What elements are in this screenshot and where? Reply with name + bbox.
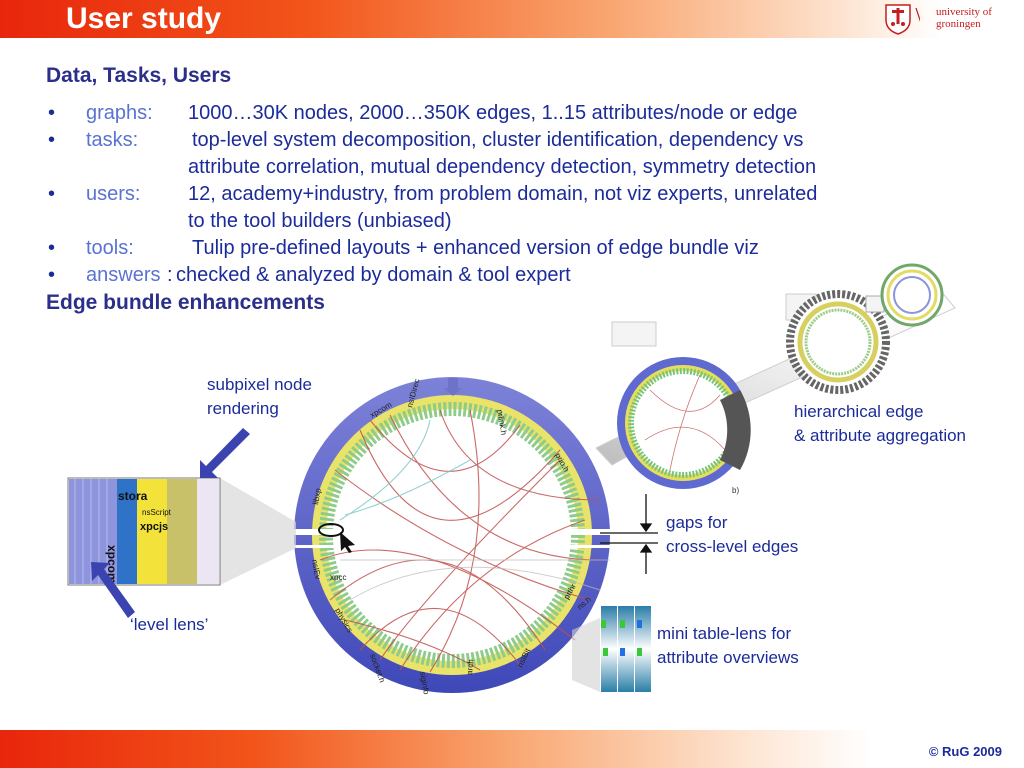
ring-label: xpcc (330, 573, 346, 582)
bullet-text: 1000…30K nodes, 2000…350K edges, 1..15 a… (188, 102, 798, 124)
slide-title: User study (66, 2, 222, 35)
caption-line: rendering (207, 399, 279, 418)
section-heading-data-tasks-users: Data, Tasks, Users (46, 64, 232, 87)
caption-line: subpixel node (207, 375, 312, 394)
caption-line: mini table-lens for (657, 624, 792, 643)
bullet-tools: • tools: Tulip pre-defined layouts + enh… (46, 235, 946, 262)
bullet-label: answers (86, 264, 161, 286)
caption-line: cross-level edges (666, 537, 799, 556)
ring-label: arch (465, 659, 475, 675)
panel-letter: b) (732, 486, 739, 495)
highlight-ellipse (318, 523, 344, 537)
main-edge-bundle-view: xpcom nsIDirec prlink.h prio.h prthr lib… (290, 377, 620, 696)
lens-label: xpcom (105, 545, 119, 584)
section-heading-edge-bundle: Edge bundle enhancements (46, 291, 325, 314)
logo-text: university of groningen (936, 6, 992, 30)
cursor-icon (340, 532, 355, 553)
lens-label: xpcjs (140, 521, 168, 533)
bullet-text: 12, academy+industry, from problem domai… (188, 183, 818, 205)
bullet-answers: • answers : checked & analyzed by domain… (46, 262, 946, 289)
caption-line: gaps for (666, 513, 728, 532)
bullet-text: checked & analyzed by domain & tool expe… (176, 264, 571, 286)
bullet-graphs: • graphs: 1000…30K nodes, 2000…350K edge… (46, 100, 946, 127)
caption-line: & attribute aggregation (794, 426, 967, 445)
bullet-text-cont: to the tool builders (unbiased) (188, 210, 452, 232)
mini-table-lens (572, 606, 651, 692)
top-marker-icon (444, 378, 462, 396)
logo-line-2: groningen (936, 18, 981, 30)
copyright: © RuG 2009 (928, 744, 1002, 759)
arrow-to-lens-top (200, 428, 250, 478)
caption-gaps: gaps for cross-level edges (666, 511, 798, 559)
bullet-label: tools: (86, 237, 134, 259)
bullet-text: top-level system decomposition, cluster … (192, 129, 804, 151)
header-bar (0, 0, 1024, 38)
bullet-text: Tulip pre-defined layouts + enhanced ver… (192, 237, 759, 259)
caption-line: attribute overviews (657, 648, 799, 667)
ring-label: nsIEv (310, 559, 322, 580)
bullet-colon: : (167, 264, 173, 286)
bullet-text-cont: attribute correlation, mutual dependency… (188, 156, 817, 178)
bullet-tasks: • tasks: top-level system decomposition,… (46, 127, 946, 181)
ring-label: siginfo (418, 671, 431, 696)
caption-hierarchical: hierarchical edge & attribute aggregatio… (794, 400, 966, 448)
lens-label: stora (118, 489, 148, 503)
bullet-label: tasks: (86, 129, 139, 151)
footer-bar (0, 730, 1024, 768)
university-logo: university of groningen (880, 2, 1020, 36)
logo-line-1: university of (936, 6, 992, 18)
caption-mini-table: mini table-lens for attribute overviews (657, 622, 799, 670)
bullet-label: users: (86, 183, 141, 205)
level-lens-view: stora xpcjs xpcom nsScript (67, 477, 296, 586)
bullet-dot: • (48, 237, 56, 259)
gaps-indicator (600, 494, 658, 574)
bullet-dot: • (48, 183, 56, 205)
pointer-arrows (91, 428, 250, 618)
lens-label: nsScript (142, 508, 172, 517)
ring-label: prlink.h (495, 409, 508, 436)
bullet-dot: • (48, 102, 56, 124)
caption-subpixel: subpixel node rendering (207, 373, 312, 421)
arrow-to-lens-bottom (91, 562, 135, 618)
bullet-dot: • (48, 264, 56, 286)
bullet-dot: • (48, 129, 56, 151)
caption-line: hierarchical edge (794, 402, 924, 421)
caption-level-lens: ‘level lens’ (130, 615, 209, 634)
bullet-label: graphs: (86, 102, 153, 124)
hierarchical-view: b) (611, 263, 944, 495)
ring-label: libxp (311, 487, 323, 505)
bullet-users: • users: 12, academy+industry, from prob… (46, 181, 946, 235)
